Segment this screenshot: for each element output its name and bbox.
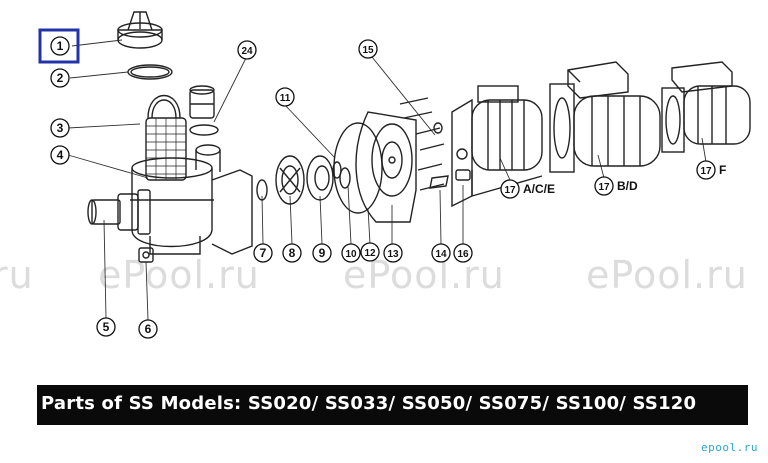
caption-bar: Parts of SS Models: SS020/ SS033/ SS050/… <box>37 385 748 425</box>
callout-11: 11 <box>280 93 291 104</box>
callout-10: 10 <box>345 249 357 260</box>
motor-label-bd: B/D <box>617 179 638 193</box>
callout-numbers <box>50 36 716 339</box>
callout-9: 9 <box>319 246 326 260</box>
callout-2: 2 <box>57 71 64 85</box>
callout-labels: 1 2 3 4 5 6 7 8 9 10 12 13 14 16 11 15 2… <box>57 39 712 336</box>
watermark: ePool.ru <box>98 253 260 297</box>
callout-7: 7 <box>260 246 267 260</box>
watermark: ru <box>0 253 34 297</box>
part-fitting <box>189 85 219 136</box>
caption-text: Parts of SS Models: SS020/ SS033/ SS050/… <box>41 393 697 414</box>
site-logo: epool.ru <box>701 441 758 454</box>
callout-15: 15 <box>362 45 374 56</box>
callout-13: 13 <box>387 249 399 260</box>
motor-label-ace: A/C/E <box>523 182 555 196</box>
motor-ace <box>451 85 543 208</box>
watermark: ePool.ru <box>586 253 748 297</box>
callout-5: 5 <box>103 320 110 334</box>
part-bolts <box>399 97 445 191</box>
part-basket <box>145 94 187 181</box>
callout-6: 6 <box>145 322 152 336</box>
callout-4: 4 <box>57 148 64 162</box>
callout-1: 1 <box>57 39 64 53</box>
leader-lines <box>67 39 707 321</box>
part-impeller <box>275 155 305 205</box>
callout-12: 12 <box>364 248 376 259</box>
motor-label-f: F <box>719 163 726 177</box>
callout-17-f: 17 <box>700 166 712 177</box>
motor-bd <box>549 61 661 173</box>
callout-17-bd: 17 <box>598 182 610 193</box>
part-seal-plate <box>355 111 417 223</box>
part-lid <box>117 11 163 49</box>
callout-24: 24 <box>241 46 253 57</box>
part-housing <box>130 144 253 255</box>
callout-16: 16 <box>457 249 469 260</box>
motor-f <box>661 61 751 153</box>
motor-variant-labels: A/C/E B/D F <box>523 163 726 196</box>
callout-14: 14 <box>435 249 447 260</box>
callout-3: 3 <box>57 121 64 135</box>
part-union <box>87 189 151 235</box>
callout-8: 8 <box>289 246 296 260</box>
part-diffuser <box>306 155 334 201</box>
callout-17-ace: 17 <box>504 185 516 196</box>
callout-highlight-box <box>38 28 80 64</box>
